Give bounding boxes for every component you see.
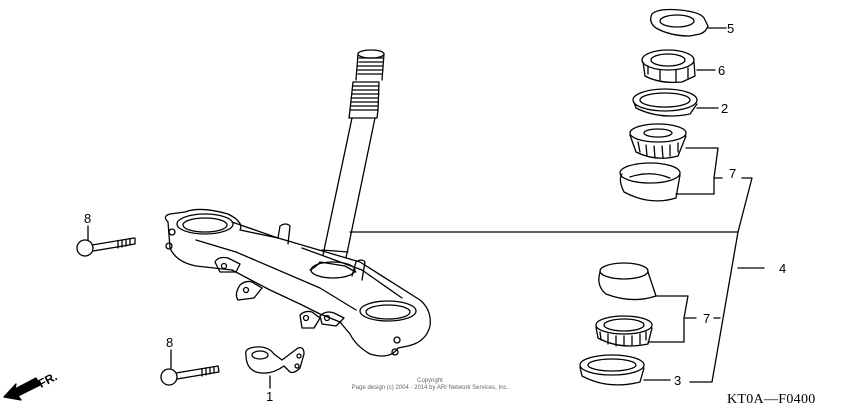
flange-bolt-lower xyxy=(160,349,220,386)
callout-2[interactable]: 2 xyxy=(721,101,729,116)
bracket-upper-7 xyxy=(675,147,753,383)
copyright-title: Copyright xyxy=(417,378,443,384)
callout-4[interactable]: 4 xyxy=(779,261,787,276)
upper-race xyxy=(619,162,681,202)
stay-bracket xyxy=(245,346,305,389)
callout-3[interactable]: 3 xyxy=(674,373,682,388)
front-direction-arrow xyxy=(3,377,41,401)
flange-bolt-upper xyxy=(76,225,136,257)
dust-seal xyxy=(632,88,719,117)
upper-bearing xyxy=(629,123,687,159)
callout-5[interactable]: 5 xyxy=(727,21,735,36)
copyright-notice: Copyright Page design (c) 2004 - 2014 by… xyxy=(320,378,540,392)
callout-7-lower[interactable]: 7 xyxy=(703,311,711,326)
steering-stem-nut xyxy=(641,49,716,84)
steering-stem-shaft xyxy=(309,49,385,273)
bracket-lower-7 xyxy=(647,295,721,343)
callout-7-upper[interactable]: 7 xyxy=(729,166,737,181)
lower-bearing xyxy=(595,315,653,347)
diagram-code: KT0A—F0400 xyxy=(727,392,816,407)
lower-dust-seal xyxy=(579,354,671,386)
copyright-text: Page design (c) 2004 - 2014 by ARI Netwo… xyxy=(351,385,509,391)
callout-6[interactable]: 6 xyxy=(718,63,726,78)
callout-1[interactable]: 1 xyxy=(266,389,274,404)
lock-washer xyxy=(650,8,727,37)
callout-8-upper[interactable]: 8 xyxy=(84,211,92,226)
lower-race xyxy=(598,262,657,301)
triple-clamp xyxy=(164,208,431,357)
callout-8-lower[interactable]: 8 xyxy=(166,335,174,350)
